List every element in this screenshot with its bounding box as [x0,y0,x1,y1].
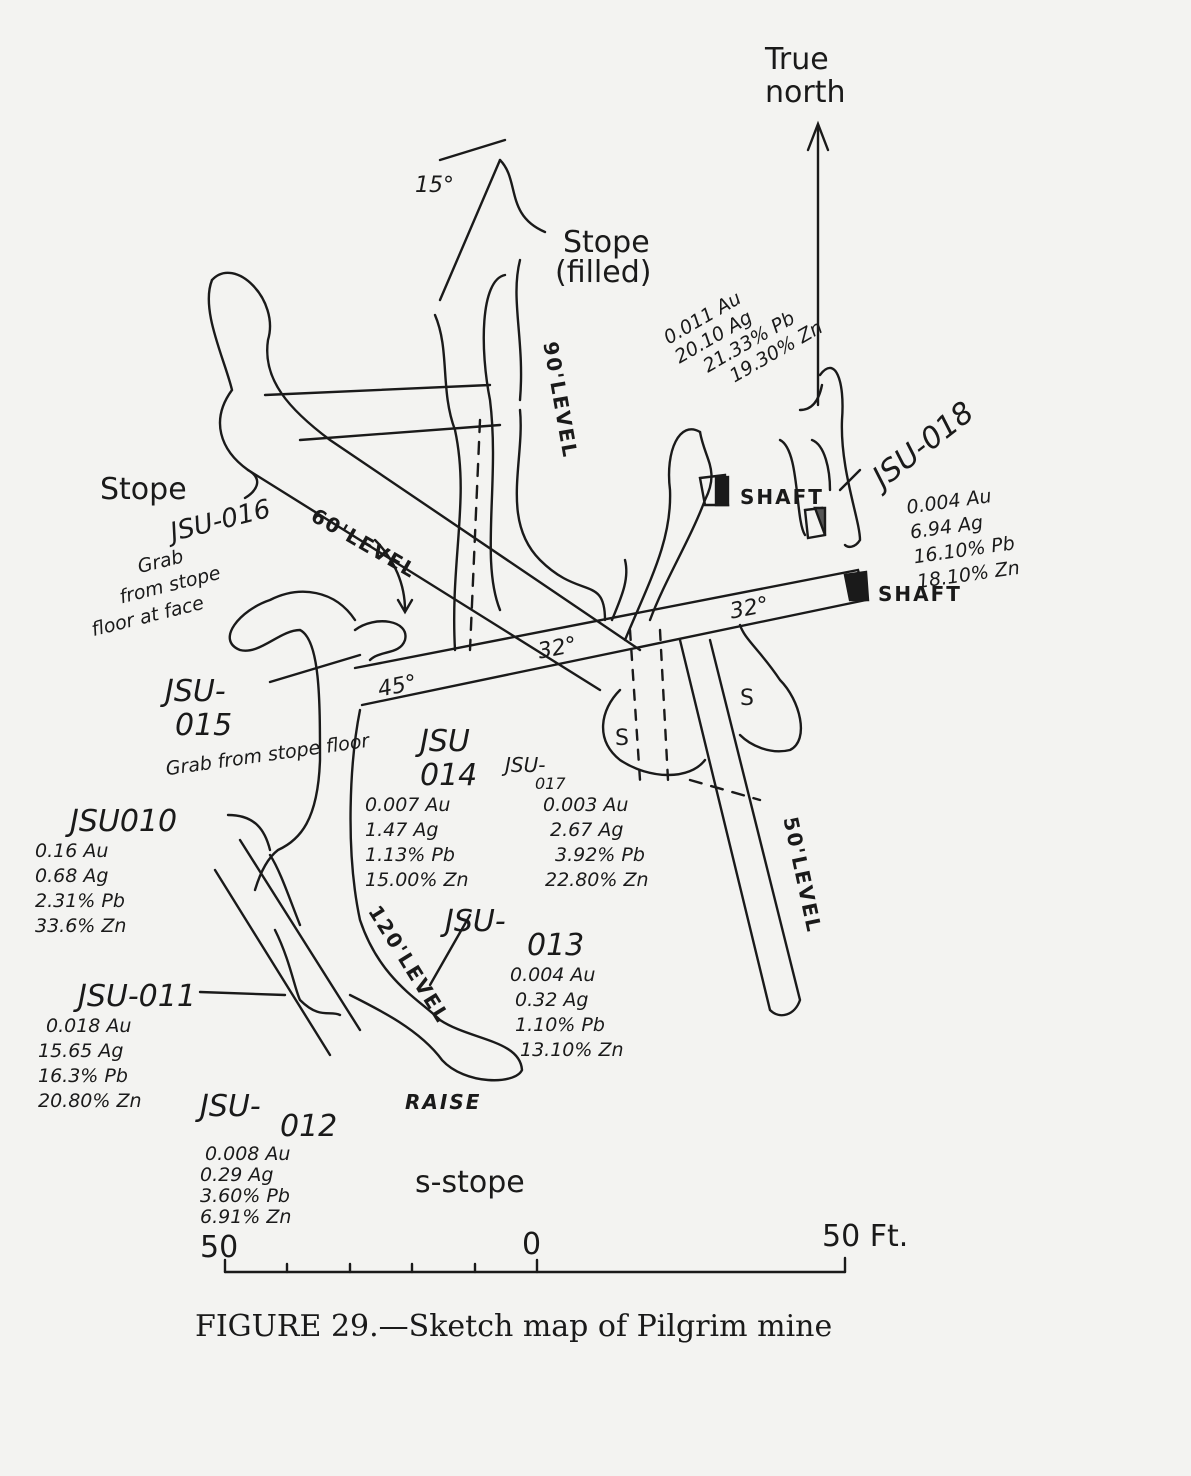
sample-jsu-010: JSU010 0.16 Au 0.68 Ag 2.31% Pb 33.6% Zn [35,805,177,939]
sample-arrows [198,468,862,997]
jsu-018-workings [778,366,862,549]
sample-ag: 2.67 Ag [550,819,624,841]
sample-au: 0.018 Au [46,1015,132,1037]
sample-ag: 0.32 Ag [515,989,589,1011]
sample-jsu-014: JSU 014 0.007 Au 1.47 Ag 1.13% Pb 15.00%… [365,725,477,893]
sample-id: 013 [527,928,585,963]
angle-label-15: 15° [415,173,454,198]
sample-ag: 0.68 Ag [35,865,109,887]
north-arrow [806,120,830,407]
stope-filled-label: Stope [563,225,650,260]
north-label-line1: True [765,42,829,77]
raise-label: RAISE [405,1090,482,1114]
shaft-tunnel-upper [610,428,730,642]
sample-zn: 13.10% Zn [520,1039,624,1061]
sample-au: 0.003 Au [543,794,629,816]
level-50-tunnel [601,623,803,1017]
scale-bar [223,1256,847,1274]
sample-id: 015 [175,708,233,743]
sample-ag: 15.65 Ag [38,1040,124,1062]
sample-pb: 1.10% Pb [515,1014,605,1036]
sample-id: JSU- [200,1089,261,1124]
scale-label-center: 0 [522,1227,542,1262]
sample-jsu-015: JSU- 015 Grab from stope floor [164,674,370,781]
fault-lines [213,838,362,1057]
sample-zn: 20.80% Zn [38,1090,142,1112]
sample-id: 012 [280,1109,338,1144]
level-120-tunnel [228,590,524,1082]
sample-jsu-011: JSU-011 0.018 Au 15.65 Ag 16.3% Pb 20.80… [38,980,196,1114]
sample-jsu-018: 0.004 Au 6.94 Ag 16.10% Pb 18.10% Zn [905,482,1021,595]
main-drift-32-degree [353,568,870,707]
sample-zn: 6.91% Zn [200,1206,292,1228]
shaft-label-upper: SHAFT [740,485,824,509]
sample-jsu-012: JSU- 012 0.008 Au 0.29 Ag 3.60% Pb 6.91%… [200,1090,337,1228]
scale-label-right: 50 Ft. [822,1219,909,1254]
sample-au: 0.008 Au [205,1143,291,1165]
level-60-tunnel [207,271,642,692]
sample-jsu-013: JSU- 013 0.004 Au 0.32 Ag 1.10% Pb 13.10… [445,905,624,1063]
sample-id: JSU- [505,753,546,777]
sample-pb: 2.31% Pb [35,890,125,912]
sample-id: JSU- [445,904,506,939]
sample-zn: 22.80% Zn [545,869,649,891]
stope-s-label-1: S [615,726,629,751]
legend-s-stope: s-stope [415,1165,525,1200]
sample-id: 014 [420,758,478,793]
north-label-line2: north [765,75,846,110]
sample-id: JSU [420,724,470,759]
figure-caption: FIGURE 29.—Sketch map of Pilgrim mine [195,1309,833,1344]
sample-zn: 33.6% Zn [35,915,127,937]
sample-pb: 3.92% Pb [555,844,645,866]
stope-label: Stope [100,472,187,507]
sample-zn: 15.00% Zn [365,869,469,891]
scale-label-left: 50 [200,1230,239,1265]
sample-ag: 0.29 Ag [200,1164,274,1186]
stope-s-label-2: S [740,686,754,711]
sample-pb: 3.60% Pb [200,1185,290,1207]
sample-au: 0.007 Au [365,794,451,816]
sample-au: 0.004 Au [510,964,596,986]
stope-filled-label-2: (filled) [555,255,652,290]
sample-ag: 1.47 Ag [365,819,439,841]
sample-id: JSU010 [70,804,178,839]
sample-au: 0.16 Au [35,840,109,862]
sample-pb: 16.3% Pb [38,1065,128,1087]
crosscut-tunnel [263,383,502,442]
sample-id: JSU-011 [78,979,196,1014]
sample-id: 017 [535,774,566,793]
level-90-tunnel [433,138,607,652]
shaft-label-right: SHAFT [878,582,962,606]
sample-jsu-017: JSU- 017 0.003 Au 2.67 Ag 3.92% Pb 22.80… [505,755,649,893]
sample-id: JSU- [165,674,226,709]
sample-pb: 1.13% Pb [365,844,455,866]
